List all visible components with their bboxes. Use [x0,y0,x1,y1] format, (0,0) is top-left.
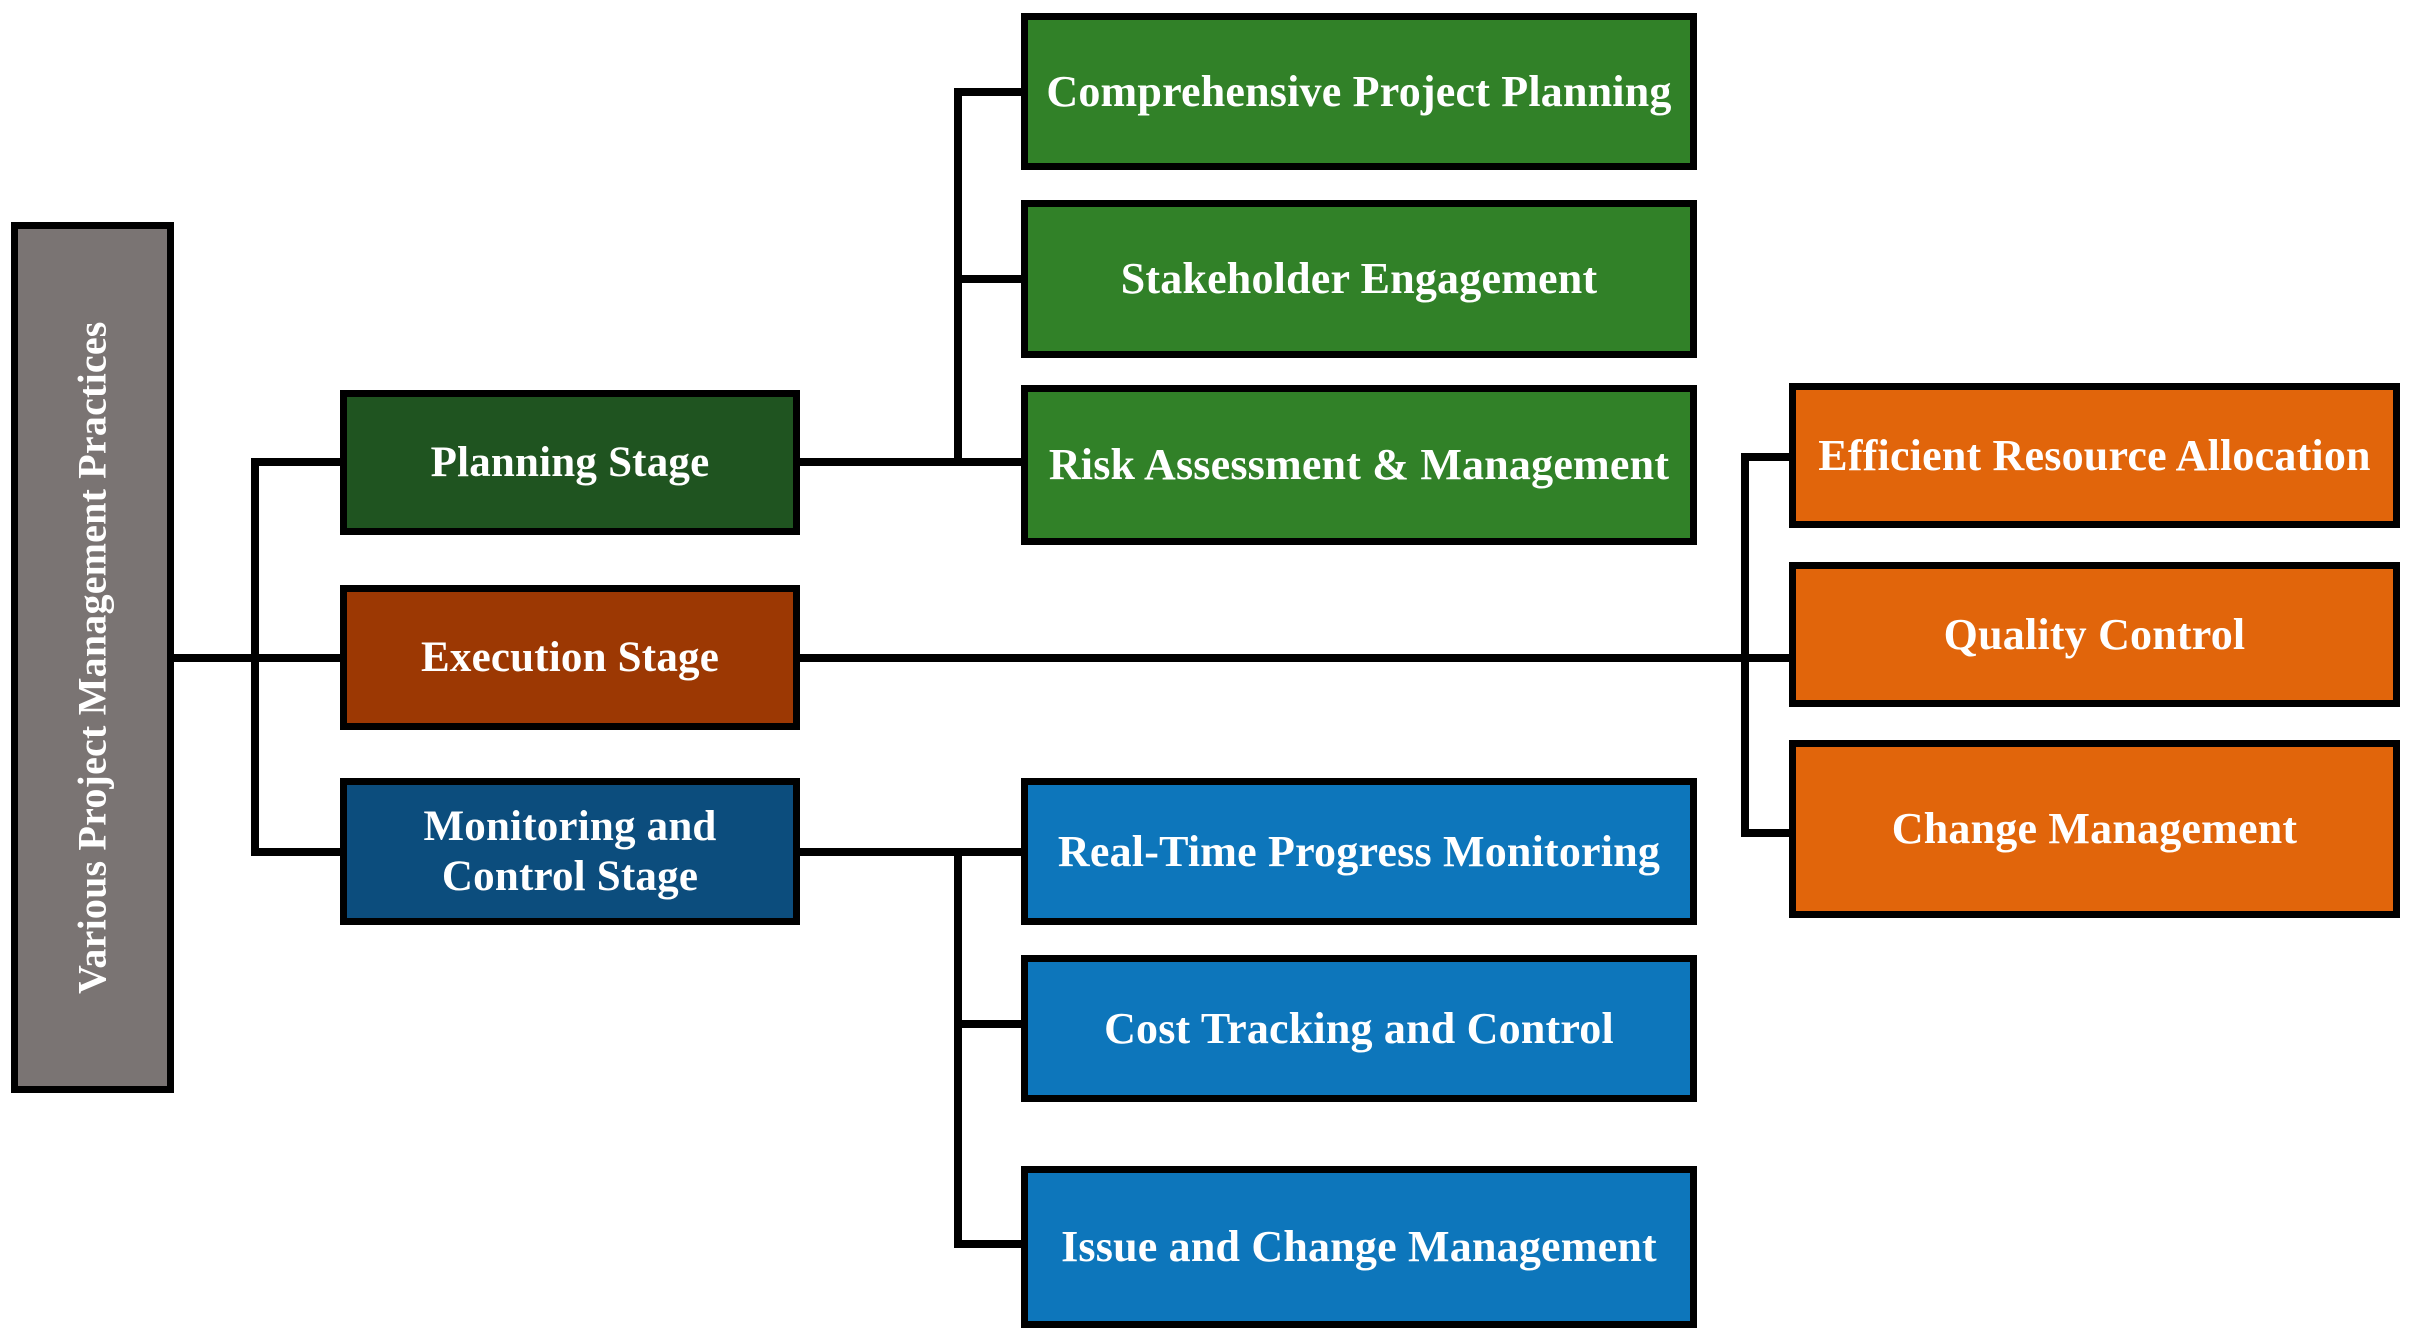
root-node-label: Various Project Management Practices [69,321,115,994]
leaf-node-stakeholder-engagement-label: Stakeholder Engagement [1120,254,1598,304]
connector-planning-out [800,458,962,466]
connector-trunk-execution [251,654,343,662]
leaf-node-stakeholder-engagement[interactable]: Stakeholder Engagement [1021,200,1697,358]
leaf-node-risk-assessment-management-label: Risk Assessment & Management [1048,440,1670,490]
branch-node-planning[interactable]: Planning Stage [340,390,800,535]
leaf-node-comprehensive-project-planning[interactable]: Comprehensive Project Planning [1021,13,1697,170]
leaf-node-quality-control-label: Quality Control [1943,609,2246,659]
connector-orange-child-3 [1741,829,1795,837]
branch-node-planning-label: Planning Stage [430,438,710,486]
connector-orange-trunk [1741,453,1749,837]
leaf-node-comprehensive-project-planning-label: Comprehensive Project Planning [1046,66,1672,116]
connector-green-child-2 [954,275,1024,283]
branch-node-monitoring[interactable]: Monitoring and Control Stage [340,778,800,925]
connector-green-child-1 [954,88,1024,96]
connector-blue-child-1 [954,848,1024,856]
connector-orange-child-1 [1741,453,1795,461]
connector-blue-trunk [954,848,962,1248]
leaf-node-efficient-resource-allocation-label: Efficient Resource Allocation [1818,430,2371,480]
connector-green-child-3 [954,458,1024,466]
leaf-node-issue-and-change-management[interactable]: Issue and Change Management [1021,1166,1697,1328]
leaf-node-change-management[interactable]: Change Management [1789,740,2400,918]
branch-node-monitoring-label: Monitoring and Control Stage [423,802,717,900]
connector-blue-child-2 [954,1020,1024,1028]
leaf-node-cost-tracking-and-control[interactable]: Cost Tracking and Control [1021,955,1697,1102]
leaf-node-issue-and-change-management-label: Issue and Change Management [1061,1222,1657,1272]
leaf-node-risk-assessment-management[interactable]: Risk Assessment & Management [1021,385,1697,545]
connector-blue-child-3 [954,1240,1024,1248]
connector-root-stem [174,654,258,662]
connector-execution-out [800,654,1748,662]
leaf-node-real-time-progress-monitoring[interactable]: Real-Time Progress Monitoring [1021,778,1697,925]
leaf-node-cost-tracking-and-control-label: Cost Tracking and Control [1104,1003,1614,1053]
leaf-node-change-management-label: Change Management [1891,804,2298,854]
leaf-node-quality-control[interactable]: Quality Control [1789,562,2400,707]
connector-monitoring-out [800,848,962,856]
branch-node-execution-label: Execution Stage [420,633,720,681]
connector-trunk-monitoring [251,848,343,856]
root-node[interactable]: Various Project Management Practices [11,222,174,1093]
leaf-node-real-time-progress-monitoring-label: Real-Time Progress Monitoring [1057,826,1661,876]
leaf-node-efficient-resource-allocation[interactable]: Efficient Resource Allocation [1789,383,2400,528]
connector-orange-child-2 [1741,654,1795,662]
branch-node-execution[interactable]: Execution Stage [340,585,800,730]
connector-trunk-planning [251,458,343,466]
